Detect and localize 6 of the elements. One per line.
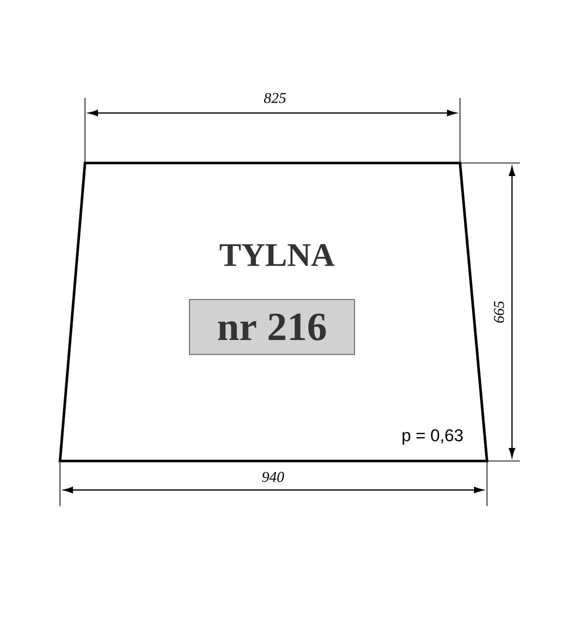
dimension-label: 825: [264, 92, 286, 104]
dimension-label: 940: [262, 472, 284, 482]
number-box: nr 216: [189, 299, 355, 355]
title-text: TYLNA: [220, 244, 334, 266]
dimension-label: 665: [494, 301, 504, 323]
coefficient-text: p = 0,63: [402, 429, 463, 445]
